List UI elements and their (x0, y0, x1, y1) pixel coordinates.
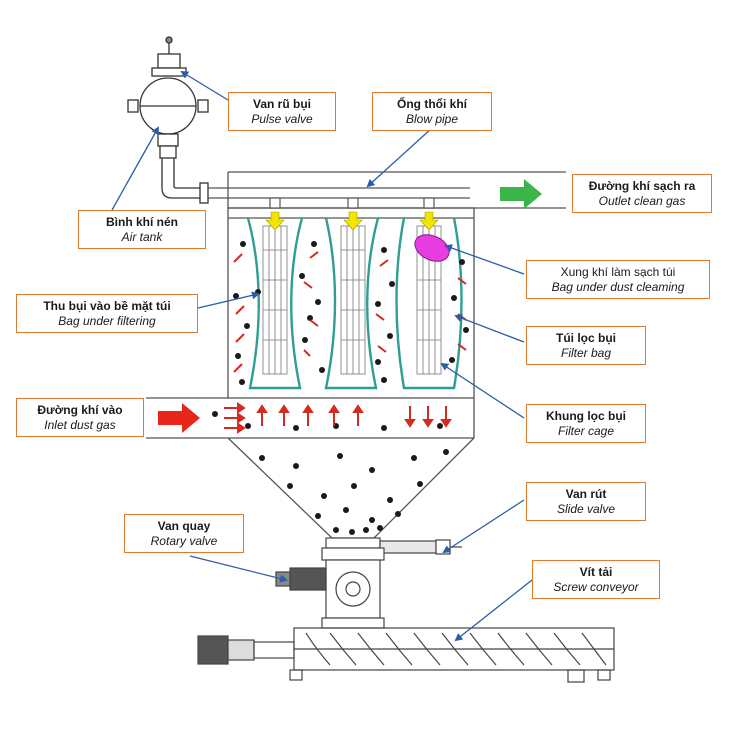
label-en: Screw conveyor (553, 580, 639, 594)
pulse-arrows (265, 211, 439, 231)
label-inlet-dust-gas: Đường khí vào Inlet dust gas (16, 398, 144, 437)
rotary-valve (275, 547, 385, 629)
label-vi: Đường khí sạch ra (588, 179, 696, 193)
screw-conveyor (197, 627, 615, 683)
label-en: Rotary valve (150, 534, 218, 548)
label-screw-conveyor: Vít tải Screw conveyor (532, 560, 660, 599)
label-vi: Thu bụi vào bề mặt túi (43, 299, 171, 313)
label-vi: Ống thổi khí (397, 97, 467, 111)
label-bag-under-dust-cleaning: Xung khí làm sạch túi Bag under dust cle… (526, 260, 710, 299)
filter-cages (262, 225, 442, 375)
filter-bags (246, 217, 463, 390)
label-en: Bag under dust cleaming (551, 280, 685, 294)
flow-arrows (224, 251, 467, 434)
outlet-clean-gas-arrow (500, 179, 542, 209)
label-en: Outlet clean gas (598, 194, 686, 208)
label-en: Slide valve (556, 502, 616, 516)
label-slide-valve: Van rút Slide valve (526, 482, 646, 521)
label-en: Pulse valve (251, 112, 313, 126)
inlet-dust-gas-arrow (158, 403, 200, 433)
label-vi: Đường khí vào (37, 403, 123, 417)
filter-housing (227, 207, 475, 399)
label-en: Blow pipe (405, 112, 459, 126)
label-outlet-clean-gas: Đường khí sạch ra Outlet clean gas (572, 174, 712, 213)
label-vi: Khung lọc bụi (546, 409, 626, 423)
hopper (227, 437, 475, 539)
leader-lines (111, 70, 533, 642)
label-filter-bag: Túi lọc bụi Filter bag (526, 326, 646, 365)
label-en: Filter cage (557, 424, 615, 438)
label-bag-under-filtering: Thu bụi vào bề mặt túi Bag under filteri… (16, 294, 198, 333)
label-vi: Vít tải (579, 565, 613, 579)
blow-pipe-nozzles (269, 197, 435, 209)
cleaning-pulse-icon (414, 234, 450, 262)
label-pulse-valve: Van rũ bụi Pulse valve (228, 92, 336, 131)
label-en: Inlet dust gas (44, 418, 116, 432)
label-vi: Xung khí làm sạch túi (560, 265, 676, 279)
label-vi: Túi lọc bụi (556, 331, 616, 345)
inlet-duct (146, 397, 475, 439)
label-en: Bag under filtering (58, 314, 156, 328)
label-vi: Van rũ bụi (252, 97, 311, 111)
slide-valve (325, 537, 462, 555)
label-air-tank: Bình khí nén Air tank (78, 210, 206, 249)
air-tank (127, 36, 209, 204)
label-filter-cage: Khung lọc bụi Filter cage (526, 404, 646, 443)
label-vi: Bình khí nén (106, 215, 178, 229)
label-rotary-valve: Van quay Rotary valve (124, 514, 244, 553)
label-en: Air tank (121, 230, 163, 244)
label-blow-pipe: Ống thổi khí Blow pipe (372, 92, 492, 131)
label-vi: Van rút (565, 487, 607, 501)
label-vi: Van quay (157, 519, 211, 533)
label-en: Filter bag (560, 346, 612, 360)
